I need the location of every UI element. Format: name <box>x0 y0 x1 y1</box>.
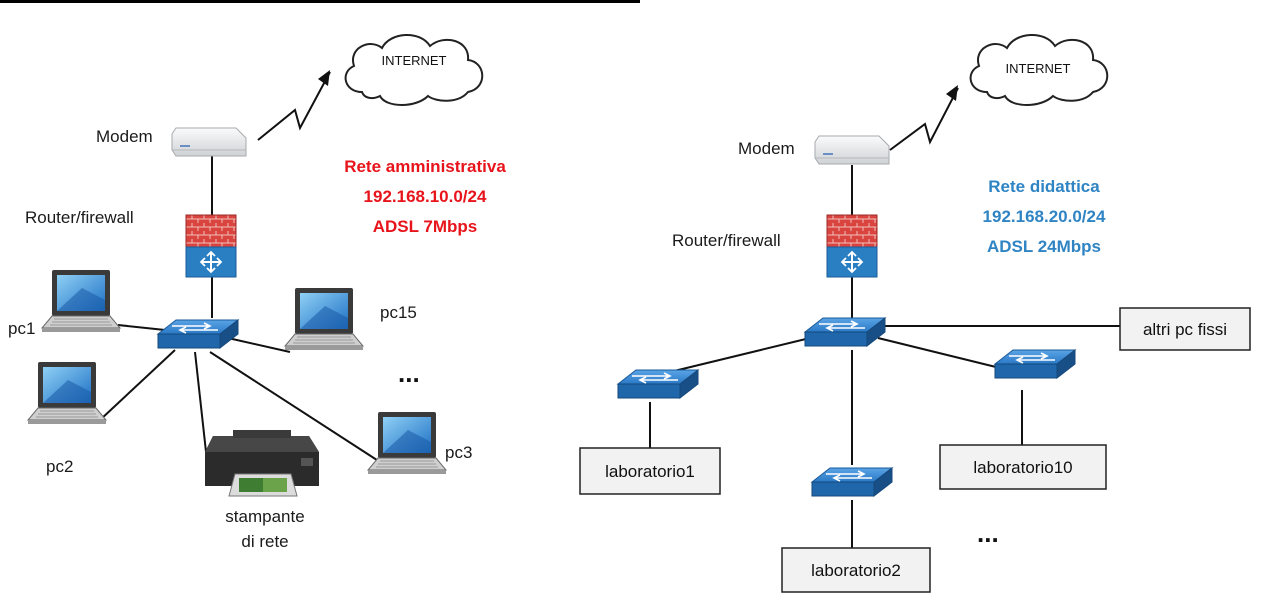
switch-icon <box>617 369 699 399</box>
router-label: Router/firewall <box>672 231 781 250</box>
modem-icon <box>814 135 890 165</box>
link-pc1 <box>117 324 166 331</box>
firewall-icon <box>826 214 878 278</box>
network-name: Rete didattica <box>988 177 1100 196</box>
network-subnet: 192.168.10.0/24 <box>364 187 487 206</box>
switch-icon <box>804 317 886 347</box>
more-labs-ellipsis: ... <box>977 518 999 548</box>
network-bandwidth: ADSL 7Mbps <box>373 217 478 236</box>
wan-arrowhead <box>946 85 958 101</box>
left-network: INTERNET Modem Router/firewall Rete ammi… <box>8 33 506 551</box>
laboratorio2-box <box>781 547 931 593</box>
modem-icon <box>171 127 247 157</box>
pc15-label: pc15 <box>380 303 417 322</box>
laptop-icon <box>367 411 447 475</box>
pc1-label: pc1 <box>8 319 35 338</box>
firewall-icon <box>185 214 237 278</box>
wan-link <box>889 87 959 151</box>
printer-label: stampante <box>225 507 304 526</box>
link-pc15 <box>227 337 291 353</box>
switch-icon <box>811 467 893 497</box>
top-rule <box>0 0 640 3</box>
laptop-icon <box>284 287 364 351</box>
laptop-icon <box>41 269 121 333</box>
network-bandwidth: ADSL 24Mbps <box>987 237 1101 256</box>
laboratorio10-box <box>939 444 1107 490</box>
cloud-icon <box>344 33 484 106</box>
laptop-icon <box>27 361 107 425</box>
modem-label: Modem <box>738 139 795 158</box>
network-subnet: 192.168.20.0/24 <box>983 207 1106 226</box>
altri-pc-label: altri pc fissi <box>1143 320 1227 339</box>
altri-pc-box <box>1119 307 1251 351</box>
printer-icon <box>205 430 319 497</box>
switch-icon <box>157 319 239 349</box>
right-network: INTERNET Modem Router/firewall Rete dida… <box>579 33 1251 593</box>
link-pc3 <box>209 351 381 463</box>
more-pcs-ellipsis: ... <box>398 358 420 388</box>
link-lab1-switch <box>669 337 811 373</box>
router-label: Router/firewall <box>25 208 134 227</box>
modem-label: Modem <box>96 127 153 146</box>
laboratorio10-label: laboratorio10 <box>973 458 1072 477</box>
pc2-label: pc2 <box>46 457 73 476</box>
laboratorio1-box <box>579 447 721 495</box>
wan-link <box>257 71 331 141</box>
internet-label: INTERNET <box>382 53 447 68</box>
link-lab10-switch <box>877 337 1001 369</box>
laboratorio2-label: laboratorio2 <box>811 561 901 580</box>
switch-icon <box>994 349 1076 379</box>
internet-label: INTERNET <box>1006 61 1071 76</box>
link-pc2 <box>99 349 176 421</box>
wan-arrowhead <box>318 70 330 86</box>
laboratorio1-label: laboratorio1 <box>605 462 695 481</box>
printer-label-line2: di rete <box>241 532 288 551</box>
network-name: Rete amministrativa <box>344 157 506 176</box>
pc3-label: pc3 <box>445 443 472 462</box>
